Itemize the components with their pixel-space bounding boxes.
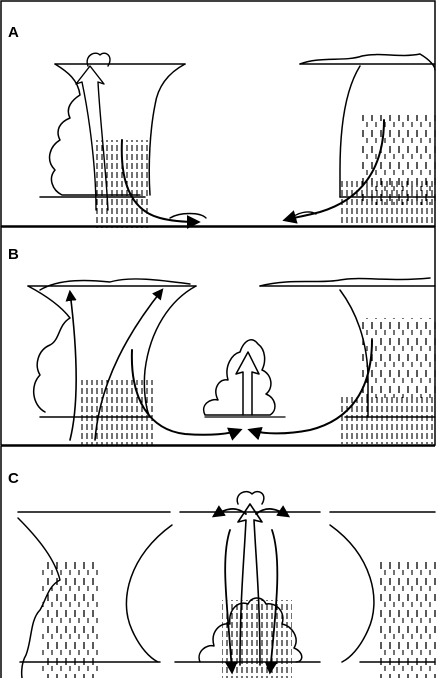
- outflow-arc-right: [330, 525, 374, 662]
- rain-shaft-b-right: [362, 318, 436, 398]
- rain-base-right: [340, 180, 436, 226]
- anvil-top-b-left: [40, 279, 190, 290]
- panel-a-diagram: [40, 53, 436, 228]
- rain-shaft-c-left: [40, 560, 100, 678]
- new-cell-updraft-arrow: [236, 352, 259, 415]
- rain-shaft-b-left: [78, 380, 156, 446]
- updraft-top-cap: [237, 492, 264, 504]
- outflow-gust-left: [170, 214, 206, 219]
- panel-c-diagram: [18, 492, 436, 678]
- updraft-arrow-b-1: [70, 292, 76, 440]
- rain-shaft-c-right: [380, 560, 436, 678]
- outflow-arc-left: [126, 525, 172, 662]
- new-cell-outline: [204, 340, 275, 415]
- panel-b-diagram: [28, 278, 436, 446]
